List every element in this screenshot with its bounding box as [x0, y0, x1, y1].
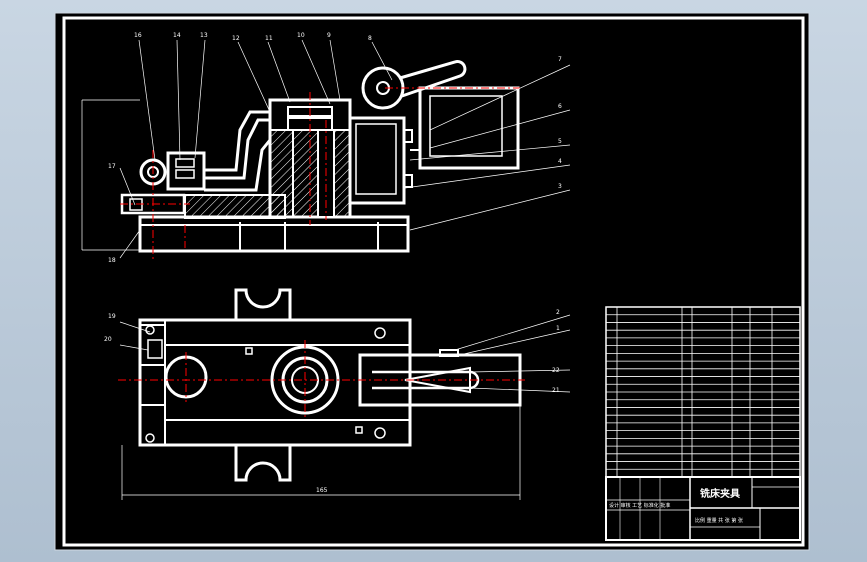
front-view [81, 60, 520, 253]
leader-lines [119, 39, 571, 393]
parts-list [605, 306, 801, 478]
balloon-8: 8 [368, 35, 372, 42]
balloon-5: 5 [558, 138, 562, 145]
title-block-row1: 设计 审核 工艺 标准化 批准 [609, 502, 670, 509]
balloon-12: 12 [232, 35, 240, 42]
front-centerlines [120, 87, 520, 260]
paper [54, 12, 810, 551]
balloon-10: 10 [297, 32, 305, 39]
title-block-row2: 比例 重量 共 张 第 张 [695, 517, 743, 524]
top-centerlines [118, 340, 525, 420]
dimension-overall-length: 165 [316, 487, 328, 494]
top-balloons: 19 20 2 1 22 21 [104, 309, 560, 394]
balloon-21: 21 [552, 387, 560, 394]
drawing-title: 铣床夹具 [700, 487, 740, 500]
balloon-14: 14 [173, 32, 181, 39]
balloon-11: 11 [265, 35, 273, 42]
balloon-16: 16 [134, 32, 142, 39]
balloon-2: 2 [556, 309, 560, 316]
balloon-7: 7 [558, 56, 562, 63]
drawing-frame [62, 16, 805, 547]
balloon-22: 22 [552, 367, 560, 374]
balloon-17: 17 [108, 163, 116, 170]
balloon-3: 3 [558, 183, 562, 190]
balloon-18: 18 [108, 257, 116, 264]
balloon-1: 1 [556, 325, 560, 332]
balloon-13: 13 [200, 32, 208, 39]
balloon-6: 6 [558, 103, 562, 110]
balloon-9: 9 [327, 32, 331, 39]
balloon-19: 19 [108, 313, 116, 320]
balloon-20: 20 [104, 336, 112, 343]
balloon-4: 4 [558, 158, 562, 165]
title-block [605, 476, 801, 541]
front-balloons: 16 14 13 12 11 10 9 8 7 6 5 4 3 17 18 [108, 32, 562, 264]
